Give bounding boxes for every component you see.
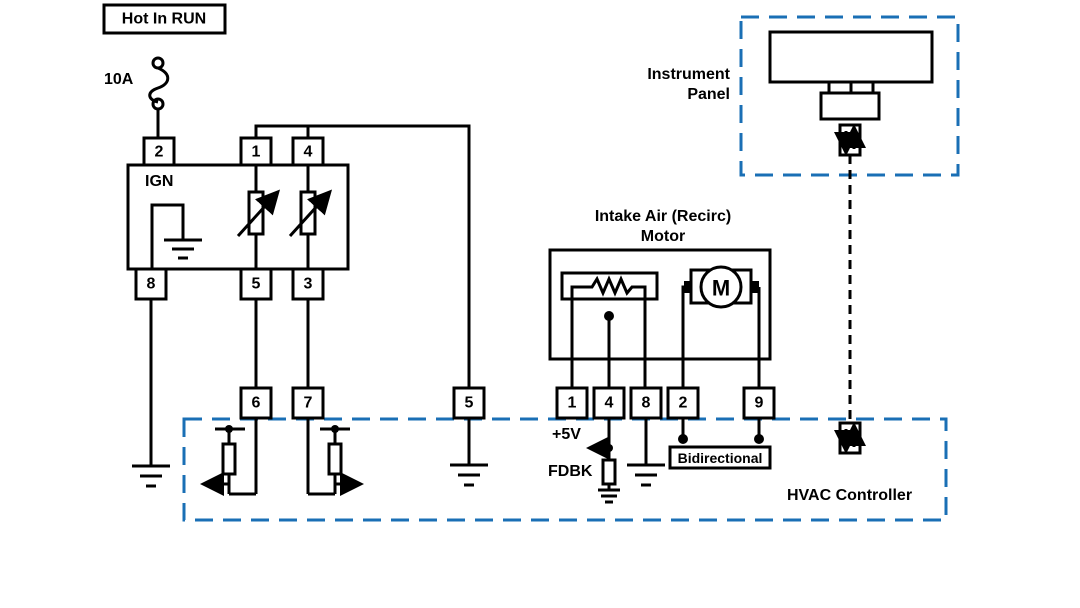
intake-air-motor: M <box>548 248 772 388</box>
svg-text:5: 5 <box>465 395 474 412</box>
svg-text:4: 4 <box>605 395 614 412</box>
instrument-panel-label: Instrument <box>647 66 730 83</box>
connector-pin: 4 <box>291 136 325 167</box>
motor-title-line2: Motor <box>641 228 685 245</box>
ign-label: IGN <box>145 173 173 190</box>
fdbk-label: FDBK <box>548 463 593 480</box>
power-source-label: Hot In RUN <box>102 3 227 35</box>
svg-text:M: M <box>712 276 730 301</box>
variable-resistor-icon <box>236 189 281 238</box>
ground-icon <box>132 299 170 488</box>
svg-text:1: 1 <box>252 144 261 161</box>
hvac-controller-label: HVAC Controller <box>787 487 912 504</box>
svg-text:7: 7 <box>304 395 313 412</box>
instrument-panel-label-line2: Panel <box>687 86 730 103</box>
connector-pin: 8 <box>629 386 663 420</box>
motor-icon <box>699 265 743 309</box>
connector-pin: 5 <box>452 386 486 420</box>
svg-text:2: 2 <box>155 144 164 161</box>
svg-text:4: 4 <box>304 144 313 161</box>
svg-text:8: 8 <box>642 395 651 412</box>
motor-title: Intake Air (Recirc) <box>595 208 731 225</box>
wire-bus-top <box>254 124 471 388</box>
data-link-icon <box>834 123 866 157</box>
connector-pin: 8 <box>134 267 168 301</box>
svg-text:6: 6 <box>252 395 261 412</box>
connector-pin: 9 <box>742 386 776 420</box>
svg-text:3: 3 <box>304 276 313 293</box>
svg-text:9: 9 <box>755 395 764 412</box>
ground-icon <box>627 418 665 487</box>
potentiometer-icon <box>306 418 364 496</box>
plus5v-label: +5V <box>552 426 581 443</box>
variable-resistor-icon <box>288 189 333 238</box>
feedback-circuit <box>586 418 620 504</box>
bidirectional-driver: Bidirectional <box>668 418 772 470</box>
ground-icon <box>450 418 488 487</box>
potentiometer-icon <box>200 418 258 496</box>
data-link-icon <box>834 421 866 455</box>
svg-text:Bidirectional: Bidirectional <box>678 450 763 466</box>
connector-pin: 4 <box>592 386 626 420</box>
ignition-module: IGN <box>126 163 350 271</box>
connector-pin: 3 <box>291 267 325 301</box>
connector-pin: 1 <box>239 136 273 167</box>
fuse-rating: 10A <box>104 71 134 88</box>
svg-text:1: 1 <box>568 395 577 412</box>
svg-text:8: 8 <box>147 276 156 293</box>
connector-pin: 2 <box>142 136 176 167</box>
svg-text:Hot In RUN: Hot In RUN <box>122 11 206 28</box>
resistor-icon <box>570 275 647 388</box>
svg-text:5: 5 <box>252 276 261 293</box>
svg-text:2: 2 <box>679 395 688 412</box>
instrument-panel-module <box>768 30 934 121</box>
connector-pin: 1 <box>555 386 589 420</box>
connector-pin: 6 <box>239 386 273 420</box>
fuse-icon: 10A <box>104 56 170 138</box>
connector-pin: 5 <box>239 267 273 301</box>
connector-pin: 7 <box>291 386 325 420</box>
connector-pin: 2 <box>666 386 700 420</box>
